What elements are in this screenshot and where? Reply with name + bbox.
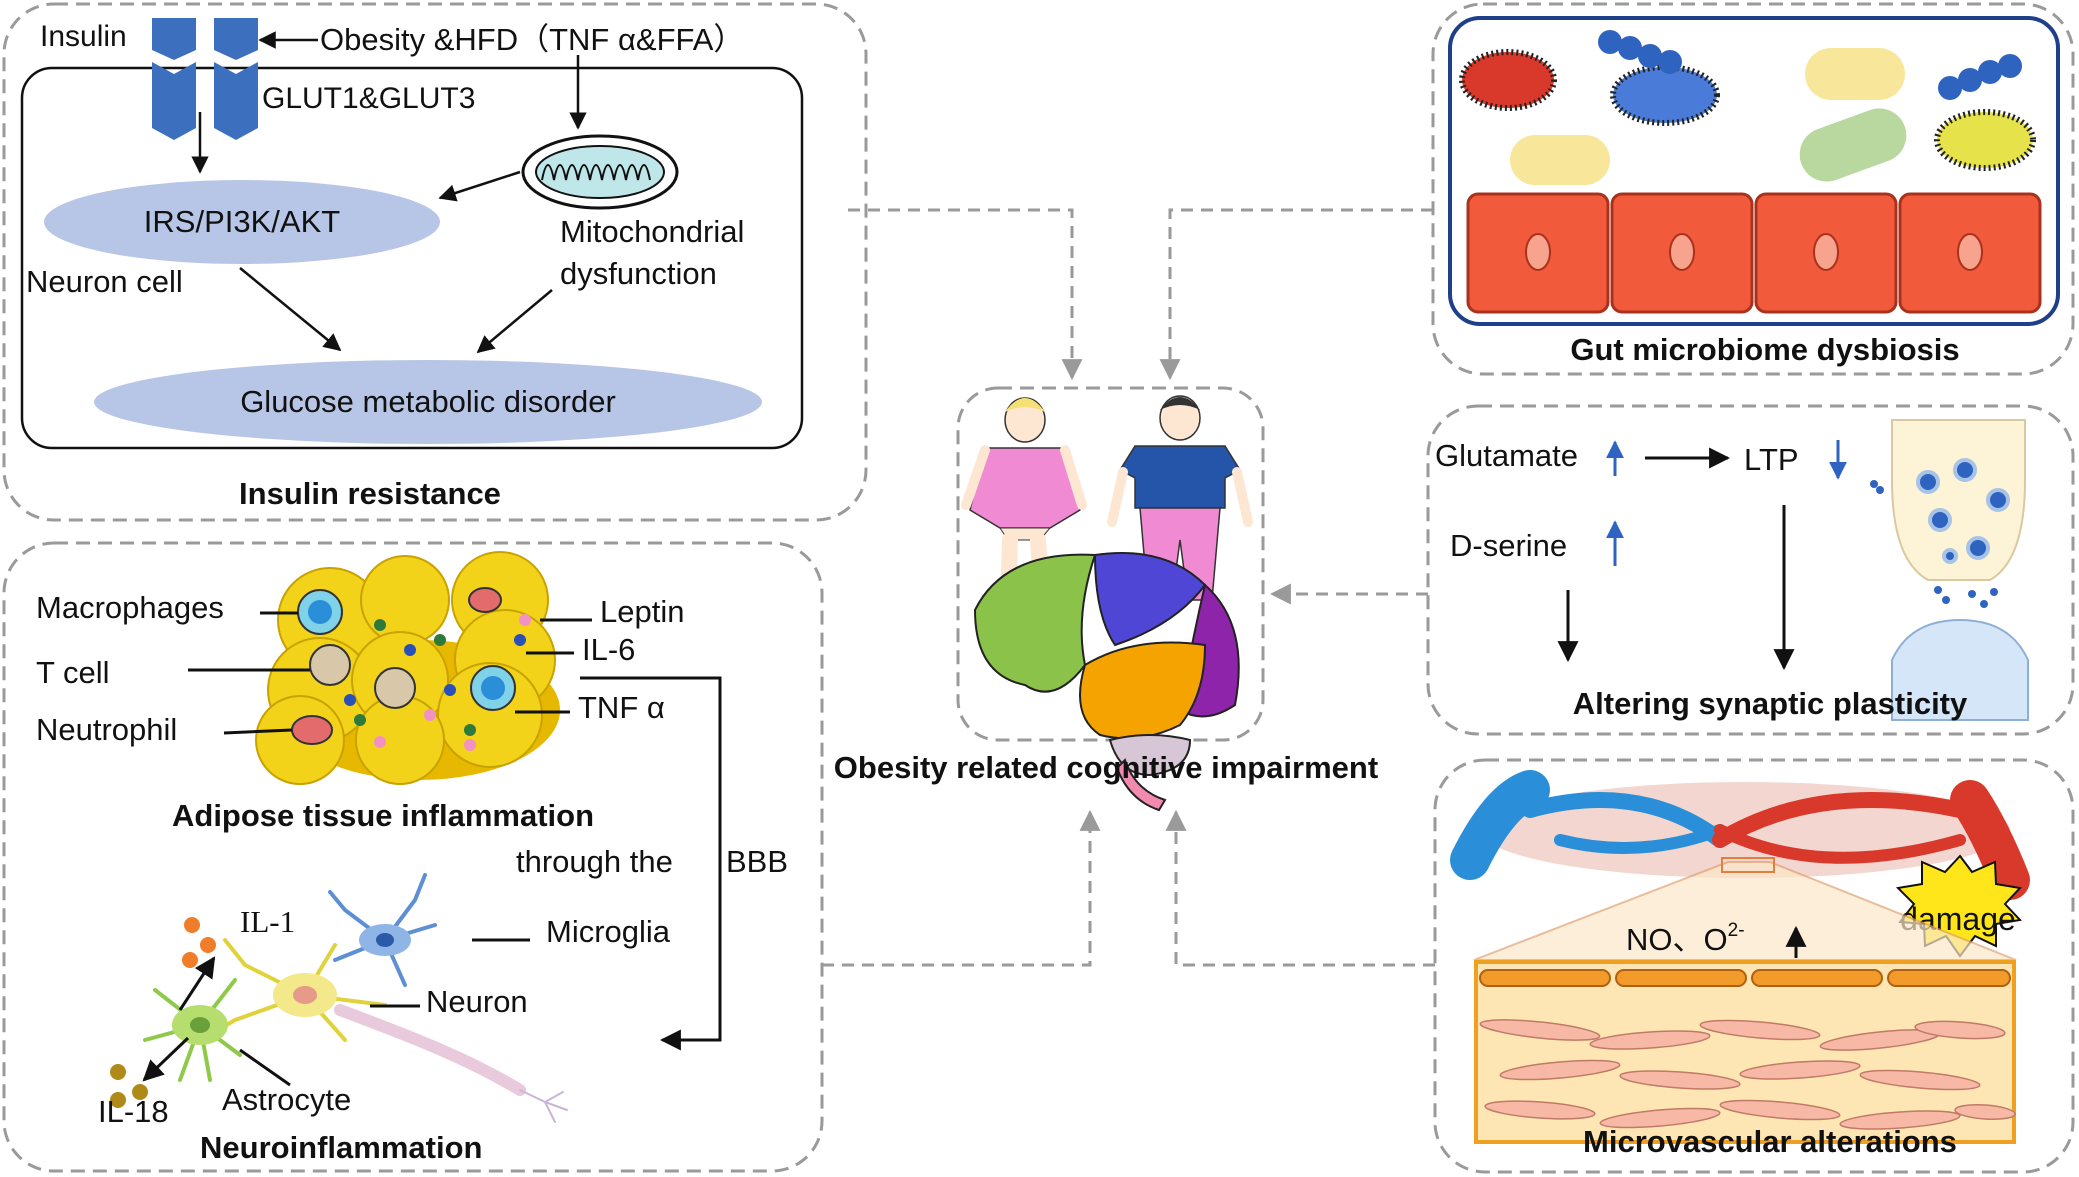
insulin-title: Insulin resistance	[239, 476, 501, 511]
ltp-label: LTP	[1744, 442, 1799, 477]
neuron-cell-label: Neuron cell	[26, 264, 183, 299]
adipose-tissue-icon	[255, 551, 560, 785]
irs-label: IRS/PI3K/AKT	[144, 204, 340, 239]
micro-title: Microvascular alterations	[1583, 1124, 1957, 1159]
brain-icon	[973, 552, 1240, 812]
irs-pathway-ellipse	[44, 180, 440, 264]
connector-arrows	[822, 208, 1435, 967]
neuron-label: Neuron	[426, 984, 528, 1019]
center-panel: Obesity related cognitive impairment	[834, 395, 1378, 812]
neuron-cell-membrane	[20, 66, 804, 450]
t-cell-label: T cell	[36, 655, 110, 690]
neural-cells-icon	[143, 873, 568, 1123]
obesity-hfd-label: Obesity &HFD（TNF α&FFA）	[320, 22, 744, 57]
no-label: NO、O2-	[1626, 920, 1745, 957]
cytokine-dots	[344, 614, 531, 751]
glut-label: GLUT1&GLUT3	[262, 82, 475, 115]
glut-receptor-icon	[152, 18, 258, 140]
mito-label-1: Mitochondrial	[560, 214, 744, 249]
insulin-label: Insulin	[40, 20, 127, 53]
tnf-label: TNF α	[578, 690, 665, 725]
smooth-muscle-cells	[1479, 1019, 2016, 1130]
synaptic-panel-frame	[1426, 404, 2075, 736]
insulin-resistance-panel: Insulin Obesity &HFD（TNF α&FFA） GLUT1&GL…	[20, 18, 804, 511]
no-label-main: NO、O	[1626, 922, 1728, 957]
micro-panel-frame	[1433, 758, 2075, 1174]
zoom-box-marker	[1721, 857, 1775, 873]
epithelial-nuclei	[1525, 233, 1983, 271]
glucose-ellipse	[94, 360, 762, 444]
man-figure-icon	[1107, 395, 1253, 601]
connector-gut	[1159, 208, 1433, 381]
no-label-sup: 2-	[1728, 920, 1745, 941]
neutrophil-label: Neutrophil	[36, 712, 177, 747]
leptin-label: Leptin	[600, 594, 684, 629]
adipose-panel-frame	[2, 541, 824, 1173]
connector-insulin	[848, 208, 1083, 381]
mitochondrion-icon	[521, 134, 679, 210]
glucose-label: Glucose metabolic disorder	[240, 384, 616, 419]
il18-dots	[110, 1064, 148, 1108]
synaptic-title: Altering synaptic plasticity	[1573, 686, 1968, 721]
gut-panel-frame	[1431, 2, 2075, 376]
bbb-label: BBB	[726, 844, 788, 879]
adipose-panel: Macrophages T cell Neutrophil Leptin IL-…	[36, 551, 788, 1165]
through-label: through the	[516, 844, 673, 879]
adipose-title: Adipose tissue inflammation	[172, 798, 594, 833]
connector-adipose	[822, 809, 1101, 967]
microvascular-panel: damage NO、O2- Microvascular alterations	[1450, 770, 2030, 1159]
gut-title: Gut microbiome dysbiosis	[1570, 332, 1959, 367]
synapse-icon	[1870, 419, 2029, 721]
endothelial-cells	[1479, 969, 2011, 987]
il18-label: IL-18	[98, 1094, 169, 1129]
glutamate-label: Glutamate	[1435, 438, 1578, 473]
astrocyte-label: Astrocyte	[222, 1082, 351, 1117]
center-title: Obesity related cognitive impairment	[834, 750, 1378, 785]
il6-label: IL-6	[582, 632, 635, 667]
woman-figure-icon	[961, 397, 1087, 608]
il1-label: IL-1	[240, 904, 295, 939]
bacteria-icons	[1459, 30, 2036, 185]
macrophages-label: Macrophages	[36, 590, 224, 625]
vessel-network-icon	[1450, 770, 2030, 900]
microglia-label: Microglia	[546, 914, 671, 949]
mito-label-2: dysfunction	[560, 256, 717, 291]
dserine-label: D-serine	[1450, 528, 1567, 563]
gut-panel: Gut microbiome dysbiosis	[1448, 16, 2060, 367]
neuroinflammation-title: Neuroinflammation	[200, 1130, 482, 1165]
il1-dots	[182, 917, 216, 968]
connector-micro	[1165, 809, 1435, 967]
insulin-panel-frame	[2, 2, 868, 522]
synaptic-panel: Glutamate LTP D-serine Altering synaptic…	[1435, 419, 2029, 721]
